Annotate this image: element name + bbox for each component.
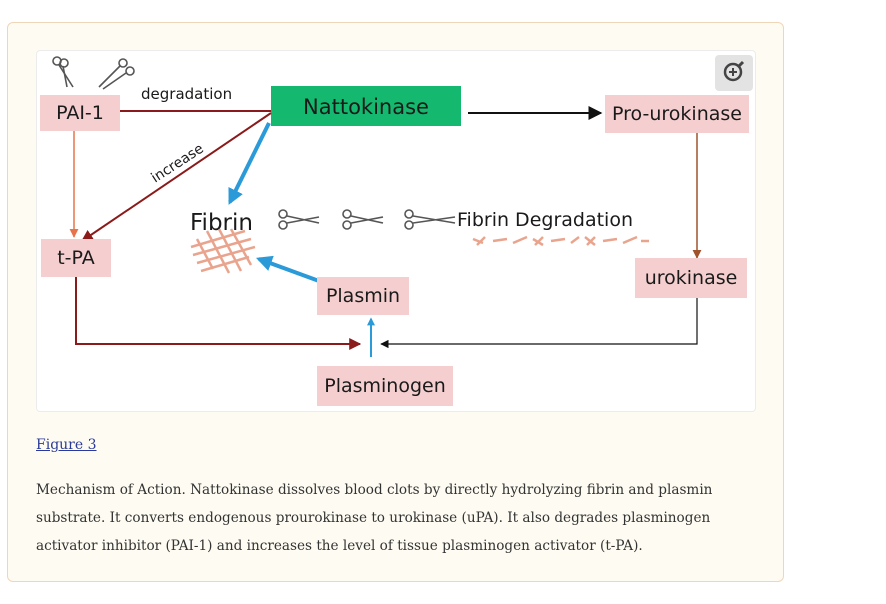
zoom-button[interactable]	[715, 55, 753, 91]
scissors-icon	[278, 209, 320, 230]
zoom-in-icon	[723, 60, 745, 82]
urokinase-box	[635, 258, 747, 298]
scissors-icon	[52, 56, 74, 88]
plasmin-to-fibrin-arrow	[255, 255, 320, 283]
tpa-label: t-PA	[57, 247, 95, 269]
nattokinase-to-fibrin-arrow	[228, 122, 271, 205]
plasmin-box	[317, 277, 409, 315]
figure-diagram: PAI-1 degradation Nattokinase Pro-urokin…	[36, 50, 756, 412]
scissors-icon	[404, 209, 456, 230]
mechanism-diagram: PAI-1 degradation Nattokinase Pro-urokin…	[40, 56, 749, 406]
plasminogen-label: Plasminogen	[324, 375, 446, 397]
tpa-box	[41, 239, 111, 277]
figure-link[interactable]: Figure 3	[36, 437, 97, 453]
scissors-icon	[98, 58, 135, 90]
plasminogen-box	[317, 366, 453, 406]
scissors-icon	[342, 209, 384, 230]
fibrin-fragments	[472, 235, 649, 247]
prourokinase-label: Pro-urokinase	[612, 103, 742, 125]
degradation-label: degradation	[141, 85, 232, 103]
prourokinase-box	[605, 95, 749, 133]
nattokinase-label: Nattokinase	[303, 95, 429, 119]
increase-edge	[81, 112, 272, 242]
fibrin-mesh-icon	[190, 228, 256, 274]
urokinase-label: urokinase	[645, 267, 738, 289]
nattokinase-box	[271, 86, 461, 126]
plasmin-label: Plasmin	[326, 285, 400, 307]
pai1-label: PAI-1	[56, 102, 104, 124]
tpa-to-plasminogen-arrow	[75, 277, 362, 350]
fibrin-degradation-label: Fibrin Degradation	[457, 209, 633, 231]
pai1-box	[40, 95, 120, 131]
figure-caption: Mechanism of Action. Nattokinase dissolv…	[36, 482, 713, 554]
urokinase-to-plasminogen-arrow	[380, 298, 698, 349]
